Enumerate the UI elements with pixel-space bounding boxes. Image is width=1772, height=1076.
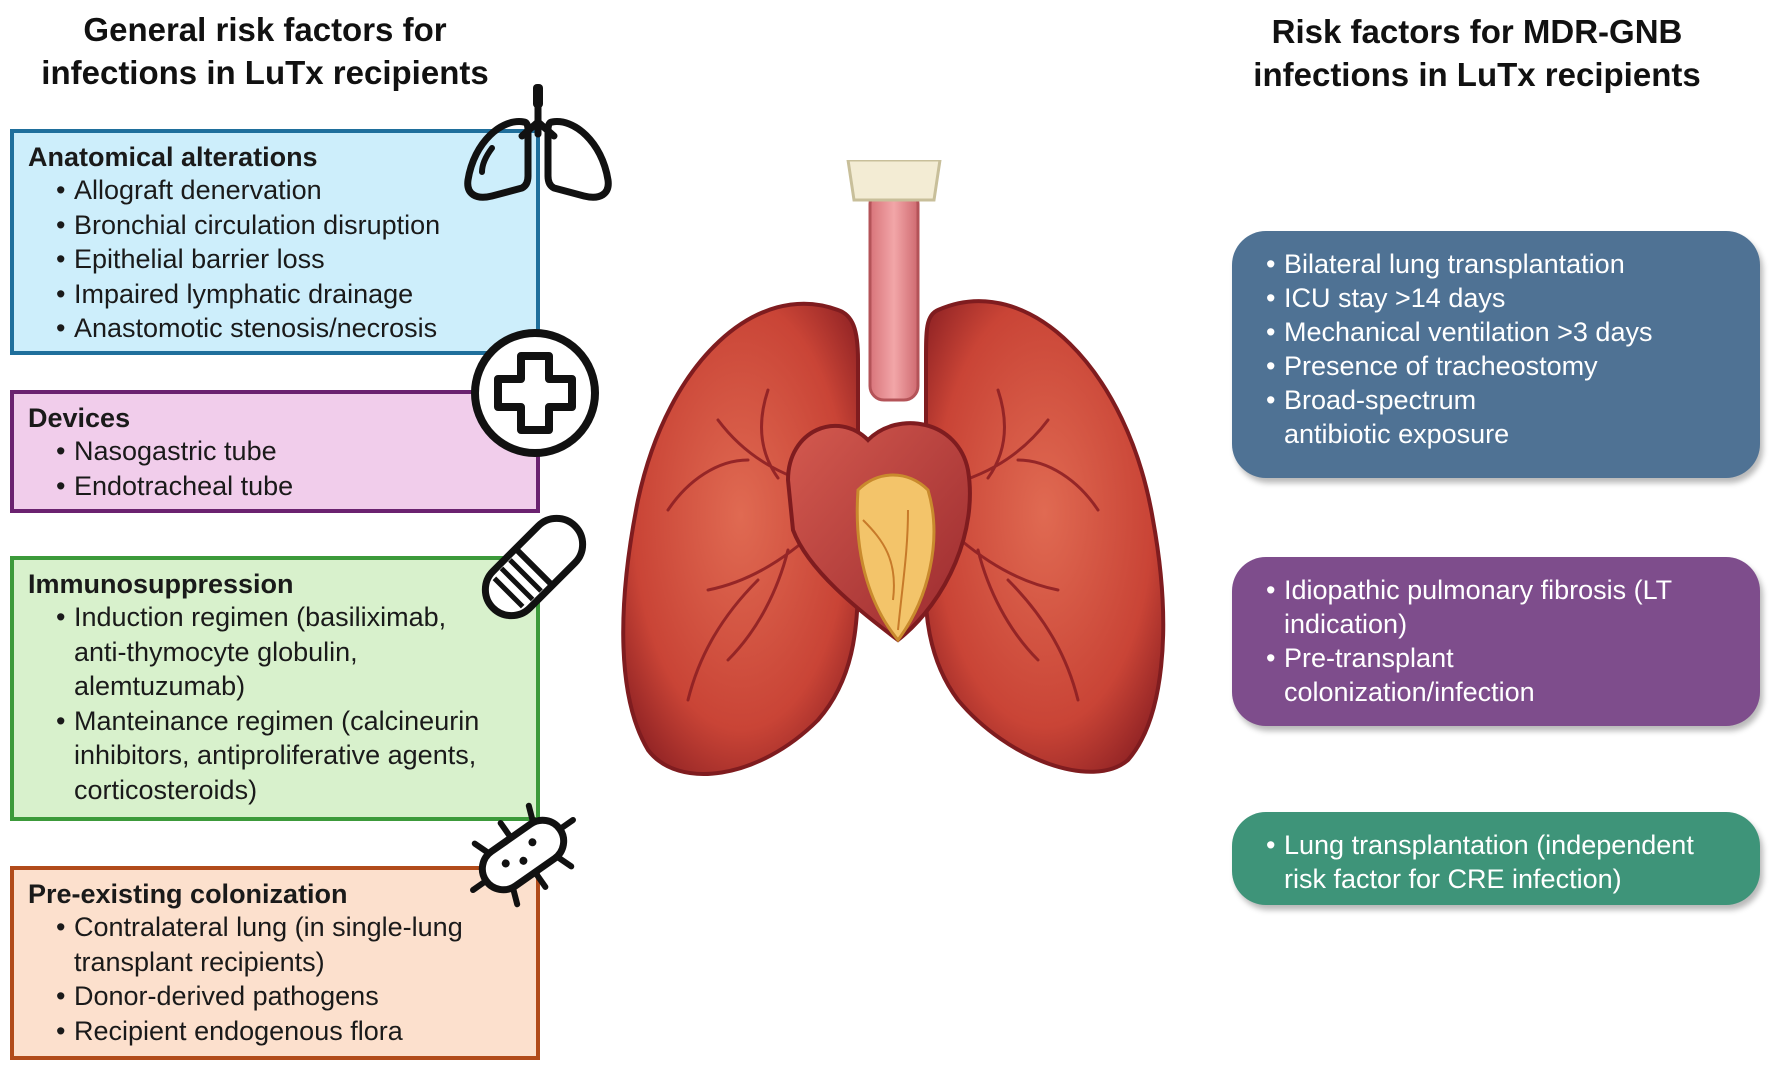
right-title-line-1: Risk factors for MDR-GNB [1271,13,1683,50]
left-title-line-2: infections in LuTx recipients [41,54,489,91]
pill-icon [481,514,587,620]
list-item: Impaired lymphatic drainage [28,277,522,312]
mdr-gnb-factors-box-3: Lung transplantation (independent risk f… [1232,812,1760,905]
left-column-title: General risk factors for infections in L… [0,8,530,94]
right-column-title: Risk factors for MDR-GNB infections in L… [1222,10,1732,96]
box-heading: Anatomical alterations [28,142,318,172]
bullet-list: Induction regimen (basiliximab, anti-thy… [28,600,522,807]
list-item: Bronchial circulation disruption [28,208,522,243]
bullet-list: Bilateral lung transplantation ICU stay … [1266,247,1740,451]
list-item: Presence of tracheostomy [1266,349,1740,383]
lungs-icon [464,84,612,201]
lung-illustration [621,160,1166,776]
list-item: Induction regimen (basiliximab, anti-thy… [28,600,482,704]
bullet-list: Lung transplantation (independent risk f… [1266,828,1740,896]
list-item: Broad-spectrum antibiotic exposure [1266,383,1740,451]
list-item: Epithelial barrier loss [28,242,522,277]
list-item: Contralateral lung (in single-lung trans… [28,910,502,979]
list-item: Bilateral lung transplantation [1266,247,1740,281]
mdr-gnb-factors-box-2: Idiopathic pulmonary fibrosis (LT indica… [1232,557,1760,726]
pre-existing-colonization-box: Pre-existing colonization Contralateral … [10,866,540,1060]
box-heading: Pre-existing colonization [28,879,348,909]
list-item: ICU stay >14 days [1266,281,1740,315]
box-heading: Devices [28,403,131,433]
left-title-line-1: General risk factors for [83,11,447,48]
anatomical-alterations-box: Anatomical alterations Allograft denerva… [10,129,540,355]
box-heading: Immunosuppression [28,569,294,599]
list-item: Endotracheal tube [28,469,522,504]
immunosuppression-box: Immunosuppression Induction regimen (bas… [10,556,540,821]
list-item: Idiopathic pulmonary fibrosis (LT indica… [1266,573,1740,641]
list-item: Recipient endogenous flora [28,1014,502,1049]
list-item: Pre-transplant colonization/infection [1266,641,1740,709]
bullet-list: Nasogastric tube Endotracheal tube [28,434,522,503]
right-title-line-2: infections in LuTx recipients [1253,56,1701,93]
bullet-list: Contralateral lung (in single-lung trans… [28,910,522,1048]
list-item: Allograft denervation [28,173,522,208]
devices-box: Devices Nasogastric tube Endotracheal tu… [10,390,540,513]
list-item: Donor-derived pathogens [28,979,502,1014]
list-item: Lung transplantation (independent risk f… [1266,828,1740,896]
list-item: Anastomotic stenosis/necrosis [28,311,522,346]
medical-cross-icon [471,329,599,457]
list-item: Mechanical ventilation >3 days [1266,315,1740,349]
bullet-list: Idiopathic pulmonary fibrosis (LT indica… [1266,573,1740,709]
list-item: Manteinance regimen (calcineurin inhibit… [28,704,482,808]
bacteria-icon [470,802,576,908]
bullet-list: Allograft denervation Bronchial circulat… [28,173,522,346]
mdr-gnb-factors-box-1: Bilateral lung transplantation ICU stay … [1232,231,1760,478]
list-item: Nasogastric tube [28,434,522,469]
